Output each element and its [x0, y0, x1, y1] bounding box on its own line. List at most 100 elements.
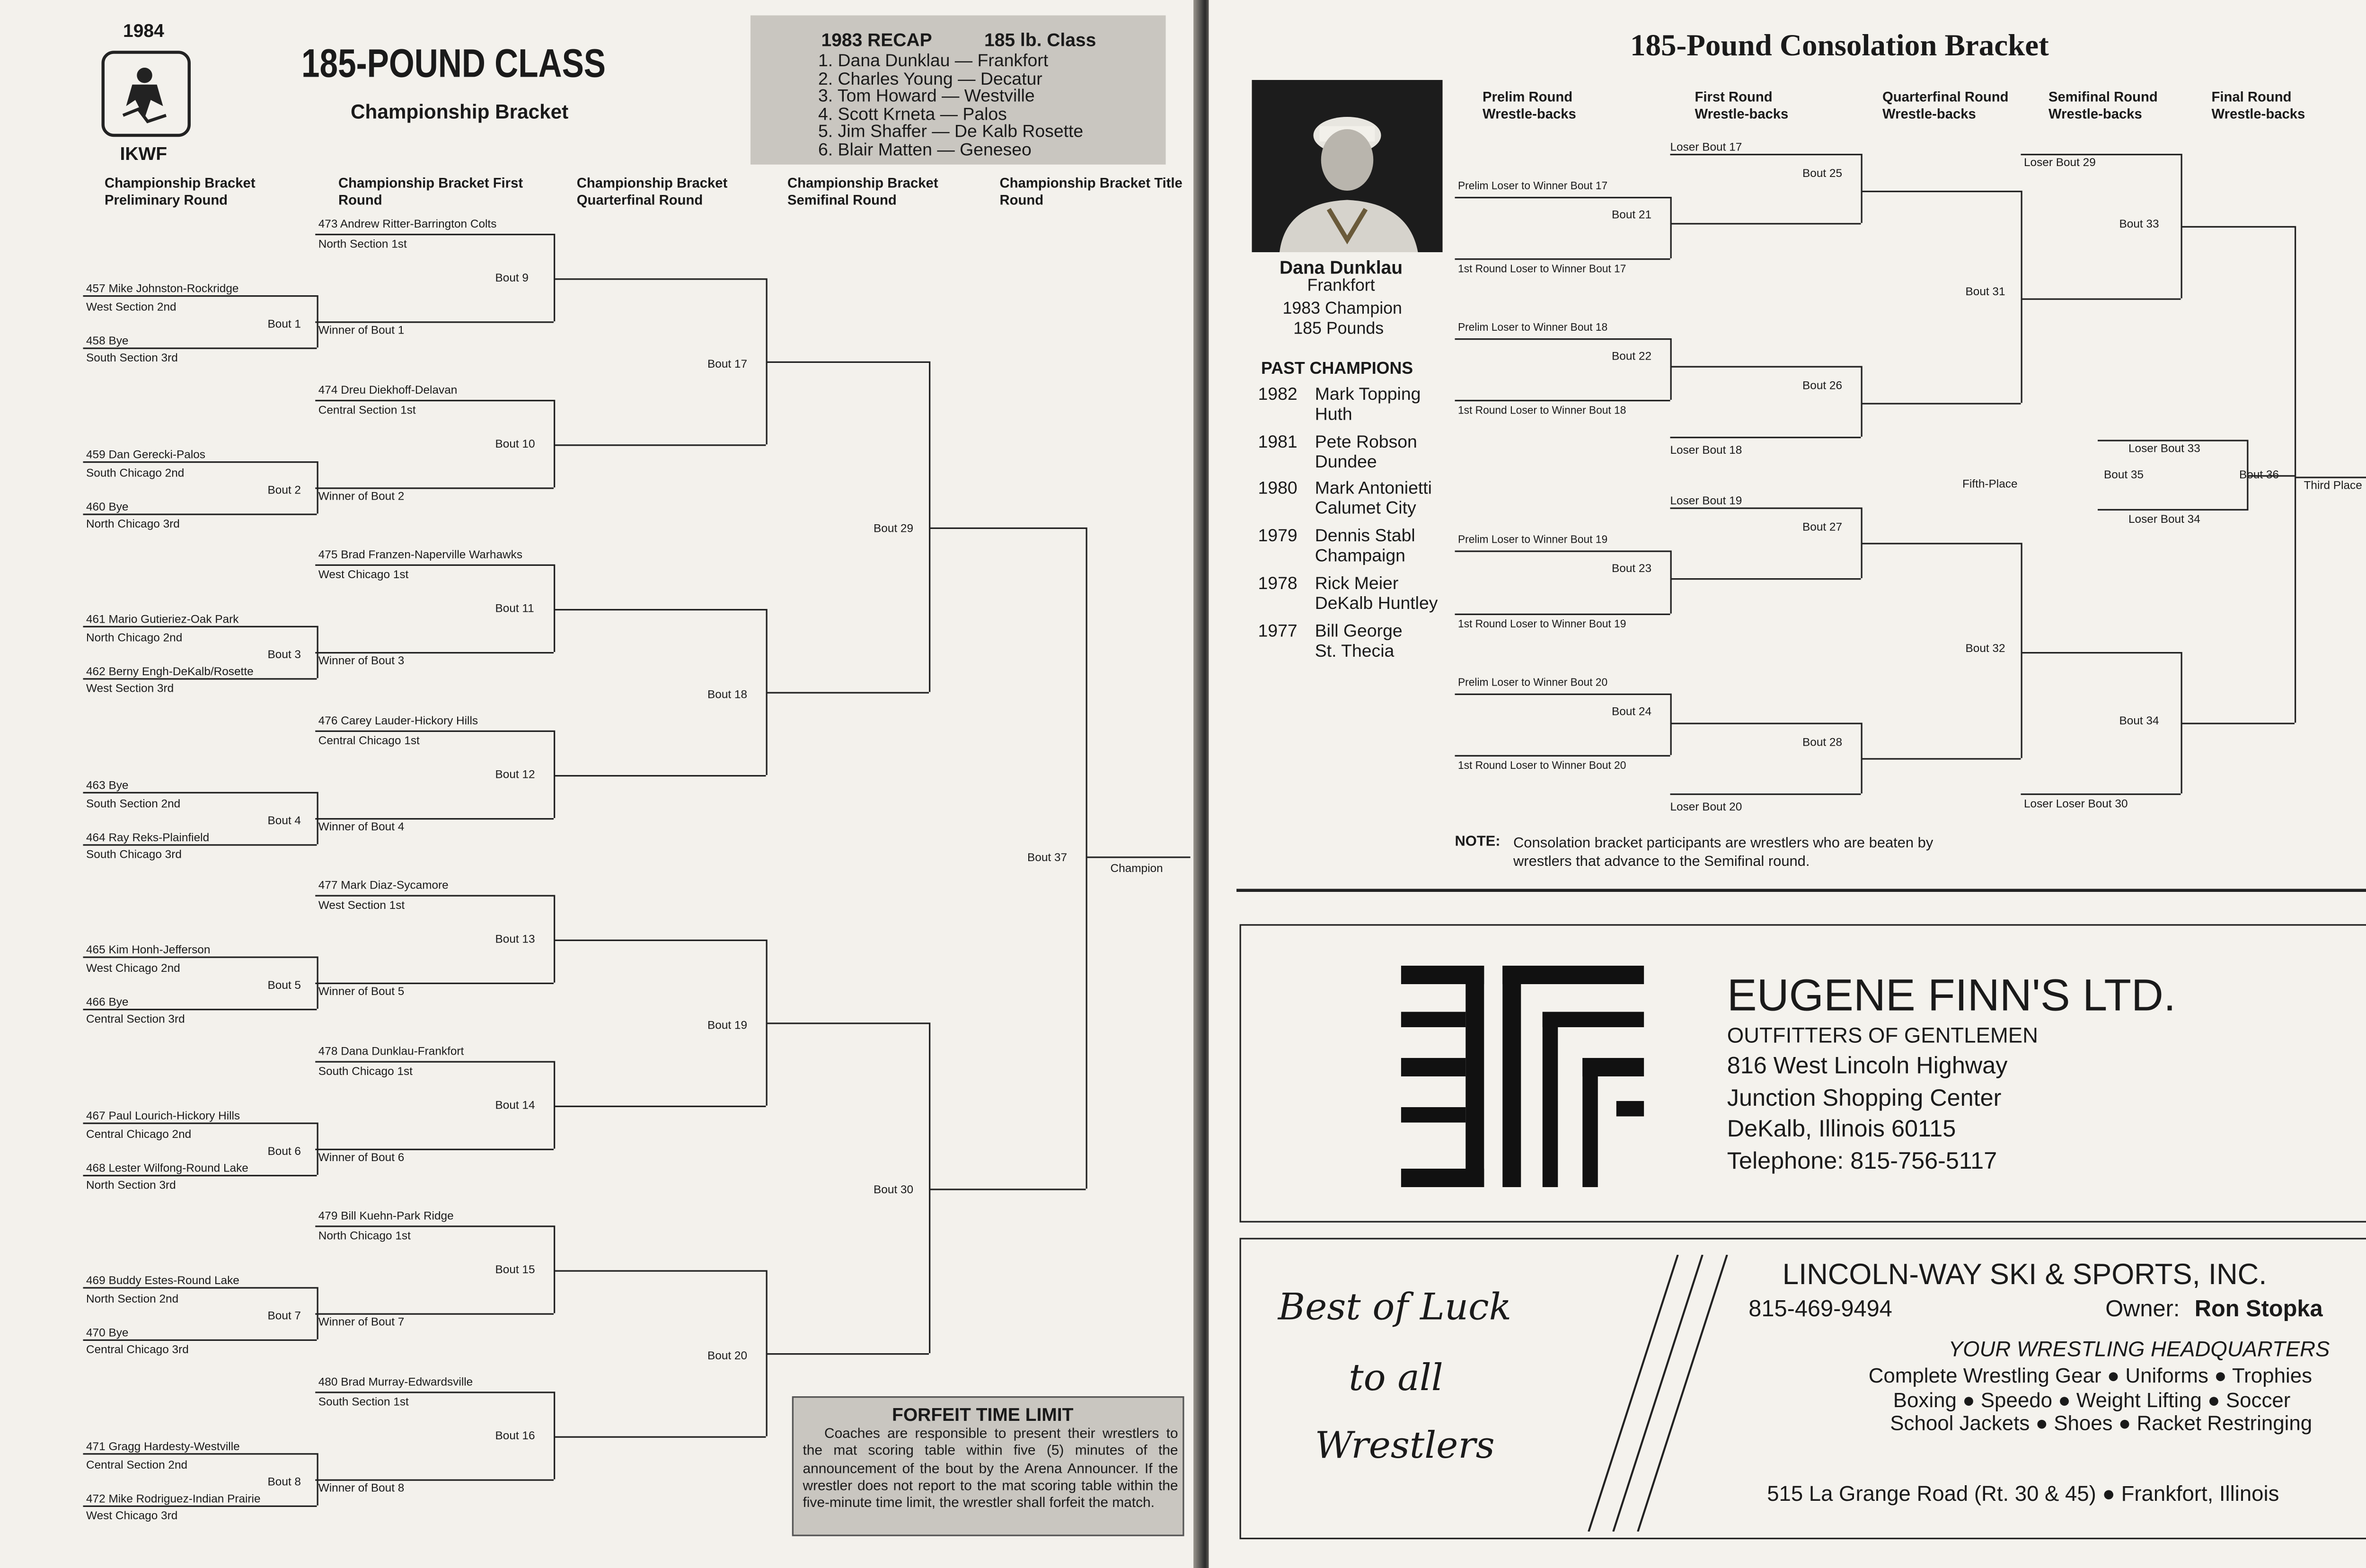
wrestler-entry: 457 Mike Johnston-Rockridge	[86, 281, 239, 295]
champion-town: Calumet City	[1315, 500, 1416, 519]
bracket-line	[554, 278, 766, 280]
bracket-line	[929, 527, 1086, 529]
bout-label: Bout 30	[874, 1181, 914, 1196]
section-label: North Chicago 3rd	[86, 516, 180, 530]
bracket-line	[554, 1225, 556, 1313]
champion-year: 1979	[1258, 528, 1298, 546]
bracket-line	[315, 895, 554, 897]
bout-label: Bout 33	[2119, 217, 2159, 231]
bout-label: Bout 11	[495, 601, 534, 615]
bracket-line	[766, 1022, 929, 1024]
bracket-line	[315, 1148, 554, 1150]
bracket-line	[2021, 652, 2181, 654]
bracket-line	[317, 956, 318, 1009]
recap-box: 1983 RECAP 185 lb. Class 1. Dana Dunklau…	[750, 15, 1166, 165]
section-label: North Chicago 2nd	[86, 630, 183, 644]
page-subtitle: Championship Bracket	[351, 100, 569, 123]
wrestle-back-entry: Prelim Loser to Winner Bout 20	[1458, 678, 1608, 689]
wrestler-entry: 472 Mike Rodriguez-Indian Prairie	[86, 1490, 261, 1505]
bracket-line	[83, 1505, 317, 1506]
bracket-line	[1455, 400, 1670, 402]
service-line: Boxing ● Speedo ● Weight Lifting ● Socce…	[1893, 1388, 2291, 1411]
section-label: West Section 1st	[318, 898, 405, 912]
champion-year: 1980	[1258, 480, 1298, 499]
bracket-line	[83, 625, 317, 627]
wrestler-entry: 477 Mark Diaz-Sycamore	[318, 878, 449, 892]
section-label: South Section 2nd	[86, 795, 181, 810]
section-divider	[1236, 889, 2366, 892]
bracket-line	[1670, 338, 1672, 400]
bracket-line	[83, 1121, 317, 1124]
bout-label: Bout 8	[267, 1474, 301, 1488]
champion-name: Mark Antonietti	[1315, 480, 1432, 499]
wrestler-entry: 460 Bye	[86, 499, 129, 513]
owner-name: Ron Stopka	[2194, 1296, 2323, 1322]
bracket-line	[315, 564, 554, 566]
bracket-line	[1670, 223, 1861, 225]
org-label: IKWF	[120, 143, 168, 165]
note-label: NOTE:	[1455, 833, 1501, 851]
bracket-line	[554, 730, 556, 818]
finn-address-line: 816 West Lincoln Highway	[1727, 1053, 2008, 1080]
service-line: School Jackets ● Shoes ● Racket Restring…	[1890, 1411, 2313, 1435]
wrestle-back-entry: 1st Round Loser to Winner Bout 19	[1458, 619, 1626, 631]
bout-label: Bout 17	[707, 356, 748, 370]
lincoln-name: LINCOLN-WAY SKI & SPORTS, INC.	[1782, 1259, 2267, 1292]
champion-weight: 185 Pounds	[1293, 320, 1384, 338]
winner-label: Winner of Bout 4	[318, 819, 405, 833]
finn-logo	[1401, 966, 1644, 1187]
bracket-line	[1861, 366, 1863, 437]
fifth-place-label: Fifth-Place	[1962, 476, 2018, 491]
finn-address-line: Telephone: 815-756-5117	[1727, 1148, 1997, 1174]
wrestler-emblem-icon	[122, 68, 167, 123]
lincoln-phone: 815-469-9494	[1748, 1296, 1892, 1322]
loser-label: Loser Bout 29	[2024, 155, 2096, 169]
champion-year: 1981	[1258, 433, 1298, 452]
champion-label: Champion	[1110, 861, 1163, 875]
bout-label: Bout 26	[1802, 378, 1843, 392]
wrestle-back-entry: Prelim Loser to Winner Bout 19	[1458, 535, 1608, 546]
bracket-line	[766, 1270, 768, 1436]
bracket-line	[554, 234, 556, 322]
bout-label: Bout 15	[495, 1262, 535, 1277]
bracket-line	[1670, 197, 1672, 258]
bracket-line	[554, 1391, 556, 1479]
bracket-line	[315, 234, 554, 236]
bracket-line	[83, 347, 317, 349]
bracket-line	[554, 1435, 766, 1437]
page-title: 185-POUND CLASS	[301, 40, 606, 86]
bout-label: Bout 32	[1965, 641, 2005, 655]
bracket-line	[317, 625, 318, 678]
champion-name: Dennis Stabl	[1315, 528, 1415, 546]
wrestler-entry: 468 Lester Wilfong-Round Lake	[86, 1160, 248, 1174]
bout-label: Bout 19	[707, 1017, 748, 1031]
recap-item: 5. Jim Shaffer — De Kalb Rosette	[818, 123, 1084, 141]
bracket-line	[315, 1391, 554, 1392]
bout-label: Bout 24	[1612, 704, 1652, 718]
forfeit-box: FORFEIT TIME LIMIT Coaches are responsib…	[792, 1396, 1184, 1536]
column-header: Championship Bracket Quarterfinal Round	[576, 175, 728, 208]
winner-label: Winner of Bout 5	[318, 984, 405, 998]
wrestler-entry: 463 Bye	[86, 777, 129, 792]
bout-label: Bout 5	[267, 978, 301, 992]
bracket-line	[315, 652, 554, 654]
wrestler-entry: 475 Brad Franzen-Naperville Warhawks	[318, 547, 523, 562]
note-text: Consolation bracket participants are wre…	[1513, 835, 1933, 870]
bracket-line	[1455, 550, 1670, 552]
wrestle-back-entry: 1st Round Loser to Winner Bout 17	[1458, 264, 1626, 275]
bracket-line	[1861, 758, 2021, 760]
bracket-line	[766, 361, 929, 363]
section-label: West Chicago 1st	[318, 567, 409, 581]
bracket-line	[1086, 856, 1191, 858]
bout-label: Bout 21	[1612, 207, 1652, 221]
bout-label: Bout 18	[707, 687, 748, 701]
wrestler-entry: 465 Kim Honh-Jefferson	[86, 943, 211, 957]
bracket-line	[1861, 191, 2021, 193]
bracket-line	[315, 1478, 554, 1480]
wrestle-back-entry: Prelim Loser to Winner Bout 18	[1458, 323, 1608, 334]
bracket-line	[1670, 578, 1861, 580]
bracket-line	[1455, 338, 1670, 340]
bracket-line	[766, 939, 768, 1105]
section-label: South Chicago 3rd	[86, 846, 182, 861]
